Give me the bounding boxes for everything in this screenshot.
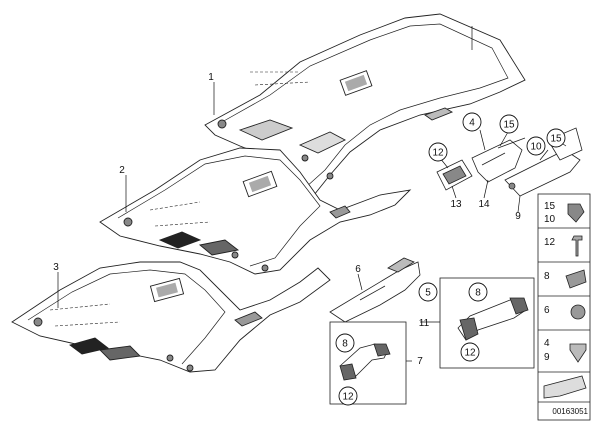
side-legend-labels: 15 10 12 8 6 4 9 bbox=[544, 201, 556, 363]
legend-6: 6 bbox=[544, 305, 550, 316]
callout-5: 5 bbox=[418, 282, 438, 302]
callout-12c: 12 bbox=[338, 386, 358, 406]
callout-label: 15 bbox=[550, 134, 562, 145]
label-11: 11 bbox=[419, 318, 430, 329]
bracket-9 bbox=[504, 127, 583, 197]
callout-label: 8 bbox=[342, 339, 348, 350]
document-number: 00163051 bbox=[552, 407, 588, 416]
label-7: 7 bbox=[417, 356, 423, 367]
callout-label: 4 bbox=[469, 118, 475, 129]
headliner-1 bbox=[204, 13, 526, 201]
side-legend bbox=[537, 193, 591, 421]
legend-10: 10 bbox=[544, 214, 556, 225]
callout-12a: 12 bbox=[428, 142, 448, 162]
callout-4: 4 bbox=[462, 112, 482, 132]
legend-15: 15 bbox=[544, 201, 556, 212]
plain-labels: 1 2 3 13 14 9 6 11 7 bbox=[53, 72, 521, 367]
label-14: 14 bbox=[478, 199, 490, 210]
leader-lines bbox=[57, 26, 567, 362]
callout-label: 10 bbox=[530, 142, 542, 153]
callout-label: 12 bbox=[464, 348, 476, 359]
headliner-3 bbox=[11, 261, 331, 373]
clip-13 bbox=[436, 159, 473, 191]
label-1: 1 bbox=[208, 72, 214, 83]
bracket-14 bbox=[471, 137, 526, 183]
callout-label: 5 bbox=[425, 288, 431, 299]
callout-12b: 12 bbox=[460, 342, 480, 362]
label-2: 2 bbox=[119, 165, 125, 176]
callout-8b: 8 bbox=[335, 333, 355, 353]
label-13: 13 bbox=[450, 199, 462, 210]
bracket-6 bbox=[329, 257, 421, 323]
callout-15a: 15 bbox=[499, 114, 519, 134]
callout-label: 12 bbox=[342, 392, 354, 403]
callout-8: 8 bbox=[468, 282, 488, 302]
label-9: 9 bbox=[515, 211, 521, 222]
headliner-2 bbox=[99, 147, 412, 275]
callout-label: 8 bbox=[475, 288, 481, 299]
legend-12: 12 bbox=[544, 237, 556, 248]
label-3: 3 bbox=[53, 262, 59, 273]
legend-9: 9 bbox=[544, 352, 550, 363]
legend-4: 4 bbox=[544, 338, 550, 349]
callout-10: 10 bbox=[526, 136, 546, 156]
callout-label: 15 bbox=[503, 120, 515, 131]
callouts: 4 15 15 10 12 5 8 12 bbox=[335, 112, 566, 406]
callout-15b: 15 bbox=[546, 128, 566, 148]
label-6: 6 bbox=[355, 264, 361, 275]
callout-label: 12 bbox=[432, 148, 444, 159]
legend-8: 8 bbox=[544, 271, 550, 282]
